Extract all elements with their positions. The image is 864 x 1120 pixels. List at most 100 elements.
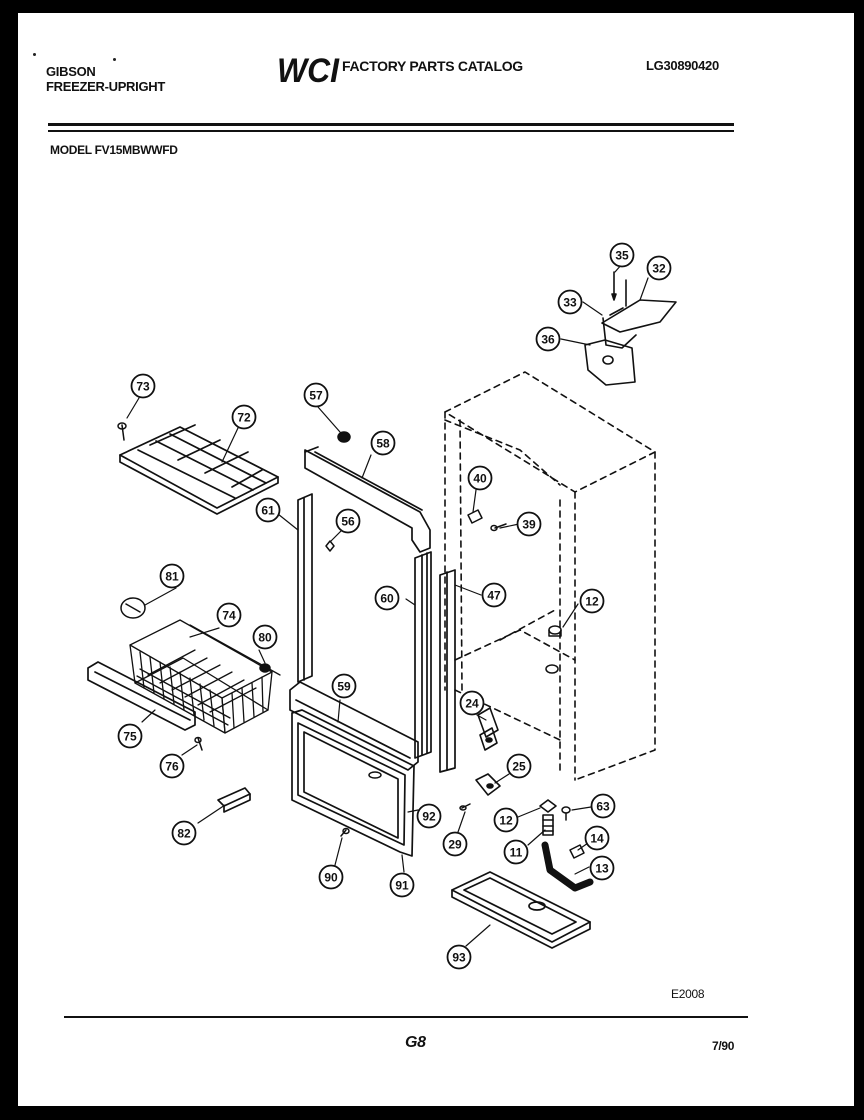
callout-35: 35: [609, 242, 635, 268]
callout-14: 14: [584, 825, 610, 851]
part-63: [561, 806, 571, 821]
svg-text:39: 39: [522, 518, 536, 532]
callout-72: 72: [231, 404, 257, 430]
callout-29: 29: [442, 831, 468, 857]
svg-text:25: 25: [512, 760, 526, 774]
screw-73: [117, 422, 127, 441]
screw-40: [467, 509, 483, 524]
callout-13: 13: [589, 855, 615, 881]
cabinet-outline: [444, 371, 656, 781]
part-80: [259, 663, 271, 673]
callout-90: 90: [318, 864, 344, 890]
svg-text:33: 33: [563, 296, 577, 310]
drawing-code: E2008: [671, 987, 705, 1001]
svg-text:40: 40: [473, 472, 487, 486]
callout-82: 82: [171, 820, 197, 846]
gasket-left-61: [297, 493, 313, 683]
svg-text:82: 82: [177, 827, 191, 841]
catalog-page: [18, 13, 854, 1106]
part-90: [340, 827, 350, 837]
callout-81: 81: [159, 563, 185, 589]
wci-logo: WCI: [277, 52, 340, 88]
logo-text: WCI: [277, 52, 340, 88]
callout-57: 57: [303, 382, 329, 408]
drain-12-top: [545, 625, 562, 674]
callout-80: 80: [252, 624, 278, 650]
svg-text:32: 32: [652, 262, 666, 276]
svg-text:91: 91: [395, 879, 409, 893]
hinge-bracket-24: [477, 707, 499, 751]
svg-text:47: 47: [487, 589, 501, 603]
callout-59: 59: [331, 673, 357, 699]
part-14: [569, 844, 585, 859]
part-92: [368, 771, 382, 779]
brand-name: GIBSON: [46, 64, 96, 79]
svg-text:58: 58: [376, 437, 390, 451]
screw-39: [490, 523, 507, 532]
svg-text:11: 11: [510, 846, 523, 860]
model-number: MODEL FV15MBWWFD: [50, 143, 178, 157]
callout-56: 56: [335, 508, 361, 534]
drain-pan-93: [451, 871, 591, 949]
door-panel-91: [291, 709, 415, 857]
callout-60: 60: [374, 585, 400, 611]
svg-text:36: 36: [541, 333, 555, 347]
callout-32: 32: [646, 255, 672, 281]
callouts: 35 32 33 36 73 72 57 58 40 61 56 39 81 7…: [117, 242, 672, 970]
scan-speck: [113, 58, 116, 61]
svg-text:12: 12: [585, 595, 599, 609]
svg-text:73: 73: [136, 380, 150, 394]
callout-12-top: 12: [579, 588, 605, 614]
basket-shelf-75: [87, 661, 196, 731]
callout-93: 93: [446, 944, 472, 970]
svg-text:63: 63: [596, 800, 610, 814]
callout-74: 74: [216, 602, 242, 628]
svg-text:93: 93: [452, 951, 466, 965]
revision-date: 7/90: [712, 1039, 735, 1053]
callout-92: 92: [416, 803, 442, 829]
cover-grille-72: [119, 424, 279, 515]
part-25: [475, 773, 501, 796]
part-57: [337, 431, 351, 443]
svg-text:24: 24: [465, 697, 479, 711]
svg-text:29: 29: [448, 838, 462, 852]
callout-61: 61: [255, 497, 281, 523]
part-29: [459, 803, 471, 811]
callout-91: 91: [389, 872, 415, 898]
callout-33: 33: [557, 289, 583, 315]
svg-text:59: 59: [337, 680, 351, 694]
part-81: [120, 597, 146, 619]
svg-text:76: 76: [165, 760, 179, 774]
svg-text:12: 12: [499, 814, 513, 828]
svg-text:81: 81: [165, 570, 179, 584]
svg-text:13: 13: [595, 862, 609, 876]
gasket-top-58: [304, 446, 431, 553]
svg-text:56: 56: [341, 515, 355, 529]
svg-text:14: 14: [590, 832, 604, 846]
top-hinge: [584, 271, 677, 386]
document-number: LG30890420: [646, 58, 719, 73]
door-strip-47: [439, 569, 456, 773]
callout-25: 25: [506, 753, 532, 779]
callout-73: 73: [130, 373, 156, 399]
header-rule-thick: [48, 123, 734, 126]
part-76: [194, 736, 203, 751]
callout-12-bottom: 12: [493, 807, 519, 833]
footer-rule: [64, 1016, 748, 1018]
scan-speck: [33, 53, 36, 56]
callout-75: 75: [117, 723, 143, 749]
catalog-title: FACTORY PARTS CATALOG: [342, 58, 523, 74]
header-rule-thin: [48, 130, 734, 132]
svg-text:92: 92: [422, 810, 436, 824]
callout-63: 63: [590, 793, 616, 819]
callout-11: 11: [503, 839, 529, 865]
svg-text:35: 35: [615, 249, 629, 263]
callout-58: 58: [370, 430, 396, 456]
part-82: [217, 787, 251, 813]
page-code: G8: [405, 1034, 426, 1051]
svg-text:74: 74: [222, 609, 236, 623]
gasket-bottom-59: [289, 681, 419, 771]
callout-40: 40: [467, 465, 493, 491]
svg-text:90: 90: [324, 871, 338, 885]
